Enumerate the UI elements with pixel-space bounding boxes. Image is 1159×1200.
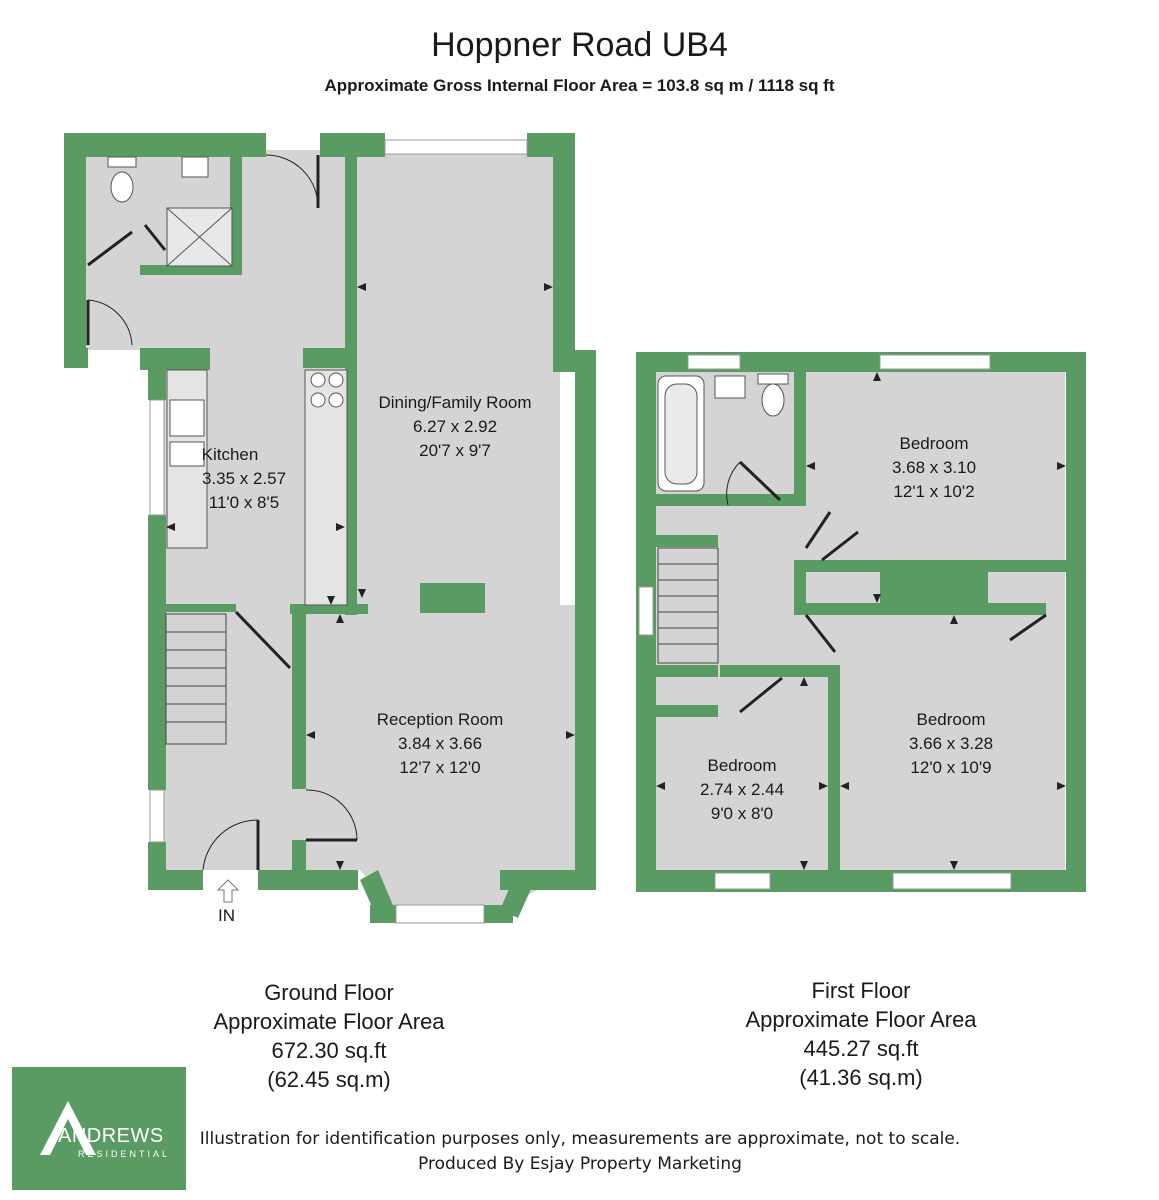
room-bedroom3-name: Bedroom xyxy=(708,756,777,775)
room-reception-imperial: 12'7 x 12'0 xyxy=(399,758,480,777)
first-floor-sqft: 445.27 sq.ft xyxy=(803,1036,919,1061)
room-bedroom1-imperial: 12'1 x 10'2 xyxy=(893,482,974,501)
room-bedroom1-name: Bedroom xyxy=(900,434,969,453)
ground-floor-summary: Ground Floor Approximate Floor Area 672.… xyxy=(179,978,479,1094)
logo-subtitle: RESIDENTIAL xyxy=(78,1149,171,1159)
page-title: Hoppner Road UB4 xyxy=(431,26,728,64)
floor-area-subtitle: Approximate Gross Internal Floor Area = … xyxy=(324,76,835,95)
producer-text: Produced By Esjay Property Marketing xyxy=(418,1154,742,1174)
room-bedroom2-name: Bedroom xyxy=(917,710,986,729)
room-bedroom2-metric: 3.66 x 3.28 xyxy=(909,734,993,753)
room-bedroom1-metric: 3.68 x 3.10 xyxy=(892,458,976,477)
room-kitchen-imperial: 11'0 x 8'5 xyxy=(209,493,279,512)
logo-wordmark: ANDREWS xyxy=(58,1125,164,1147)
logo-roof-icon xyxy=(40,1101,96,1155)
disclaimer-text: Illustration for identification purposes… xyxy=(199,1129,961,1149)
ground-floor-area-label: Approximate Floor Area xyxy=(213,1009,445,1034)
room-bedroom3-metric: 2.74 x 2.44 xyxy=(700,780,784,799)
first-floor-summary: First Floor Approximate Floor Area 445.2… xyxy=(711,976,1011,1092)
room-reception-name: Reception Room xyxy=(377,710,504,729)
room-kitchen-metric: 3.35 x 2.57 xyxy=(202,469,286,488)
entrance-label: IN xyxy=(218,906,235,925)
ground-floor-walls xyxy=(64,133,596,923)
first-floor-area-label: Approximate Floor Area xyxy=(745,1007,977,1032)
ground-floor-name: Ground Floor xyxy=(264,980,394,1005)
room-dining-metric: 6.27 x 2.92 xyxy=(413,417,497,436)
room-reception-metric: 3.84 x 3.66 xyxy=(398,734,482,753)
first-floor-sqm: (41.36 sq.m) xyxy=(799,1065,923,1090)
first-floor-name: First Floor xyxy=(811,978,911,1003)
first-floor-plan xyxy=(636,352,1086,892)
andrews-residential-logo: ANDREWS RESIDENTIAL xyxy=(12,1067,186,1190)
room-dining-name: Dining/Family Room xyxy=(378,393,531,412)
room-kitchen-name: Kitchen xyxy=(202,445,259,464)
room-bedroom2-imperial: 12'0 x 10'9 xyxy=(910,758,991,777)
ground-floor-sqm: (62.45 sq.m) xyxy=(267,1067,391,1092)
room-bedroom3-imperial: 9'0 x 8'0 xyxy=(711,804,773,823)
ground-floor-plan xyxy=(64,133,596,924)
ground-floor-sqft: 672.30 sq.ft xyxy=(271,1038,387,1063)
room-labels: Kitchen 3.35 x 2.57 11'0 x 8'5 Dining/Fa… xyxy=(202,393,993,823)
room-dining-imperial: 20'7 x 9'7 xyxy=(419,441,491,460)
